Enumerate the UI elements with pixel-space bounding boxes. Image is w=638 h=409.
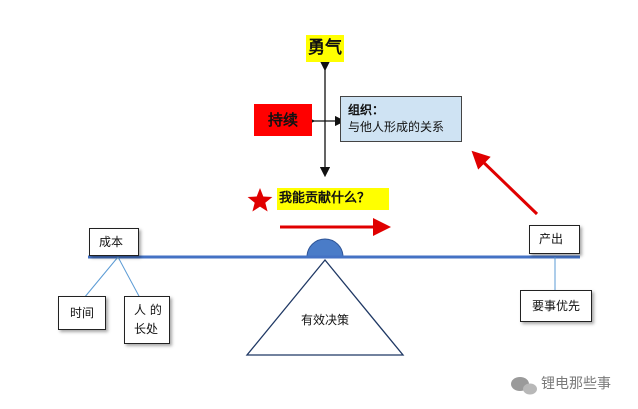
org-subtitle: 与他人形成的关系 [348, 120, 445, 134]
red-star-icon [247, 188, 273, 212]
cost-box: 成本 [89, 228, 139, 256]
strengths-box: 人 的 长处 [124, 296, 170, 344]
fulcrum-triangle [245, 258, 405, 356]
cost-connector-left [83, 256, 119, 299]
output-box: 产出 [529, 225, 580, 254]
fulcrum-label: 有效决策 [300, 313, 349, 327]
org-box: 组织： 与他人形成的关系 [340, 96, 462, 142]
page-title: 勇气 [306, 35, 344, 62]
fulcrum-knob [306, 238, 344, 258]
priority-box: 要事优先 [520, 290, 592, 322]
org-title: 组织： [348, 103, 385, 117]
watermark: 锂电那些事 [541, 376, 611, 392]
red-arrow-diagonal [471, 150, 539, 216]
wechat-icon [511, 377, 537, 395]
persist-box: 持续 [254, 104, 312, 136]
cost-connector-right [117, 256, 141, 299]
question-label: 我能贡献什么？ [277, 188, 389, 210]
time-box: 时间 [58, 296, 106, 330]
